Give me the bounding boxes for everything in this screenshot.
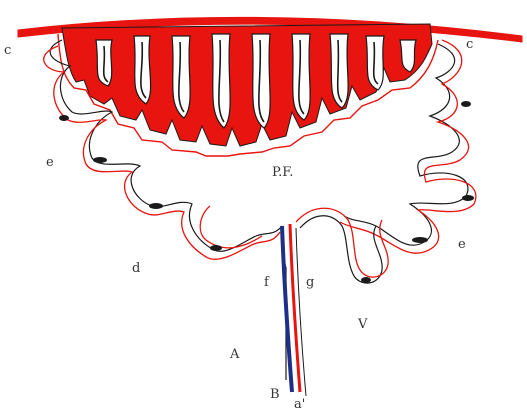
label-a-prime: a' xyxy=(294,397,305,411)
label-e-left: e xyxy=(46,155,54,170)
label-c-left: c xyxy=(4,43,11,58)
label-b: B xyxy=(270,387,280,402)
label-v: V xyxy=(357,317,368,332)
label-c-right: c xyxy=(466,37,473,52)
label-e-right: e xyxy=(458,237,466,252)
label-a: A xyxy=(229,347,240,362)
label-f: f xyxy=(264,275,270,290)
label-d: d xyxy=(132,261,140,276)
lower-right-folds xyxy=(296,208,388,283)
label-g: g xyxy=(306,275,314,290)
label-pf: P.F. xyxy=(272,165,293,180)
